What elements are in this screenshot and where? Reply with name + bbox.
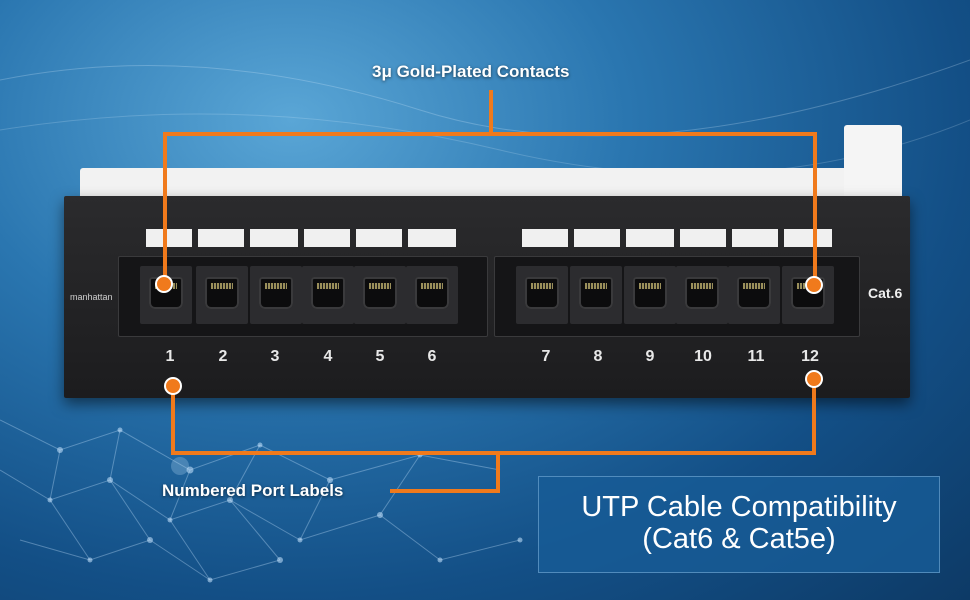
callout-line (163, 132, 167, 280)
port-number: 11 (747, 348, 765, 365)
label-strip (522, 229, 568, 247)
caption-line-2: (Cat6 & Cat5e) (642, 523, 836, 555)
jack-icon (685, 277, 719, 309)
port-number: 12 (801, 348, 819, 365)
rj45-port-9 (624, 266, 676, 324)
port-number: 6 (427, 348, 437, 365)
label-strip (680, 229, 726, 247)
rj45-port-10 (676, 266, 728, 324)
jack-icon (525, 277, 559, 309)
jack-icon (579, 277, 613, 309)
jack-icon (363, 277, 397, 309)
caption-box: UTP Cable Compatibility (Cat6 & Cat5e) (538, 476, 940, 573)
label-strip (304, 229, 350, 247)
callout-label-gold-contacts: 3μ Gold-Plated Contacts (372, 62, 570, 81)
callout-label-port-labels: Numbered Port Labels (162, 481, 344, 500)
jack-icon (737, 277, 771, 309)
label-strip (626, 229, 674, 247)
rj45-port-7 (516, 266, 568, 324)
jack-icon (415, 277, 449, 309)
port-number: 3 (270, 348, 280, 365)
rj45-port-3 (250, 266, 302, 324)
label-strip (198, 229, 244, 247)
label-strip (250, 229, 298, 247)
mounting-bracket (80, 168, 892, 200)
port-number: 7 (541, 348, 551, 365)
port-number: 2 (218, 348, 228, 365)
rj45-port-6 (406, 266, 458, 324)
callout-dot (155, 275, 173, 293)
label-strip (732, 229, 778, 247)
label-strip (146, 229, 192, 247)
rj45-port-11 (728, 266, 780, 324)
rj45-port-5 (354, 266, 406, 324)
callout-line (163, 132, 817, 136)
port-number: 5 (375, 348, 385, 365)
label-strip (408, 229, 456, 247)
jack-icon (205, 277, 239, 309)
jack-icon (259, 277, 293, 309)
rj45-port-2 (196, 266, 248, 324)
callout-dot (805, 370, 823, 388)
label-strip (356, 229, 402, 247)
port-number: 1 (165, 348, 175, 365)
label-strip (784, 229, 832, 247)
bracket-tab-right-top (844, 125, 902, 201)
jack-icon (311, 277, 345, 309)
label-strip (574, 229, 620, 247)
port-number: 4 (323, 348, 333, 365)
port-number: 8 (593, 348, 603, 365)
jack-icon (633, 277, 667, 309)
category-label: Cat.6 (868, 285, 903, 301)
rj45-port-12 (782, 266, 834, 324)
callout-line (496, 451, 500, 493)
callout-dot (164, 377, 182, 395)
port-number: 10 (694, 348, 712, 365)
callout-line (171, 383, 175, 455)
callout-line (171, 451, 816, 455)
callout-line (489, 90, 493, 134)
callout-line (390, 489, 500, 493)
callout-dot (805, 276, 823, 294)
port-number: 9 (645, 348, 655, 365)
brand-logo: manhattan (70, 292, 113, 302)
callout-line (813, 132, 817, 282)
rj45-port-4 (302, 266, 354, 324)
rj45-port-8 (570, 266, 622, 324)
callout-line (812, 378, 816, 455)
caption-line-1: UTP Cable Compatibility (581, 491, 897, 523)
